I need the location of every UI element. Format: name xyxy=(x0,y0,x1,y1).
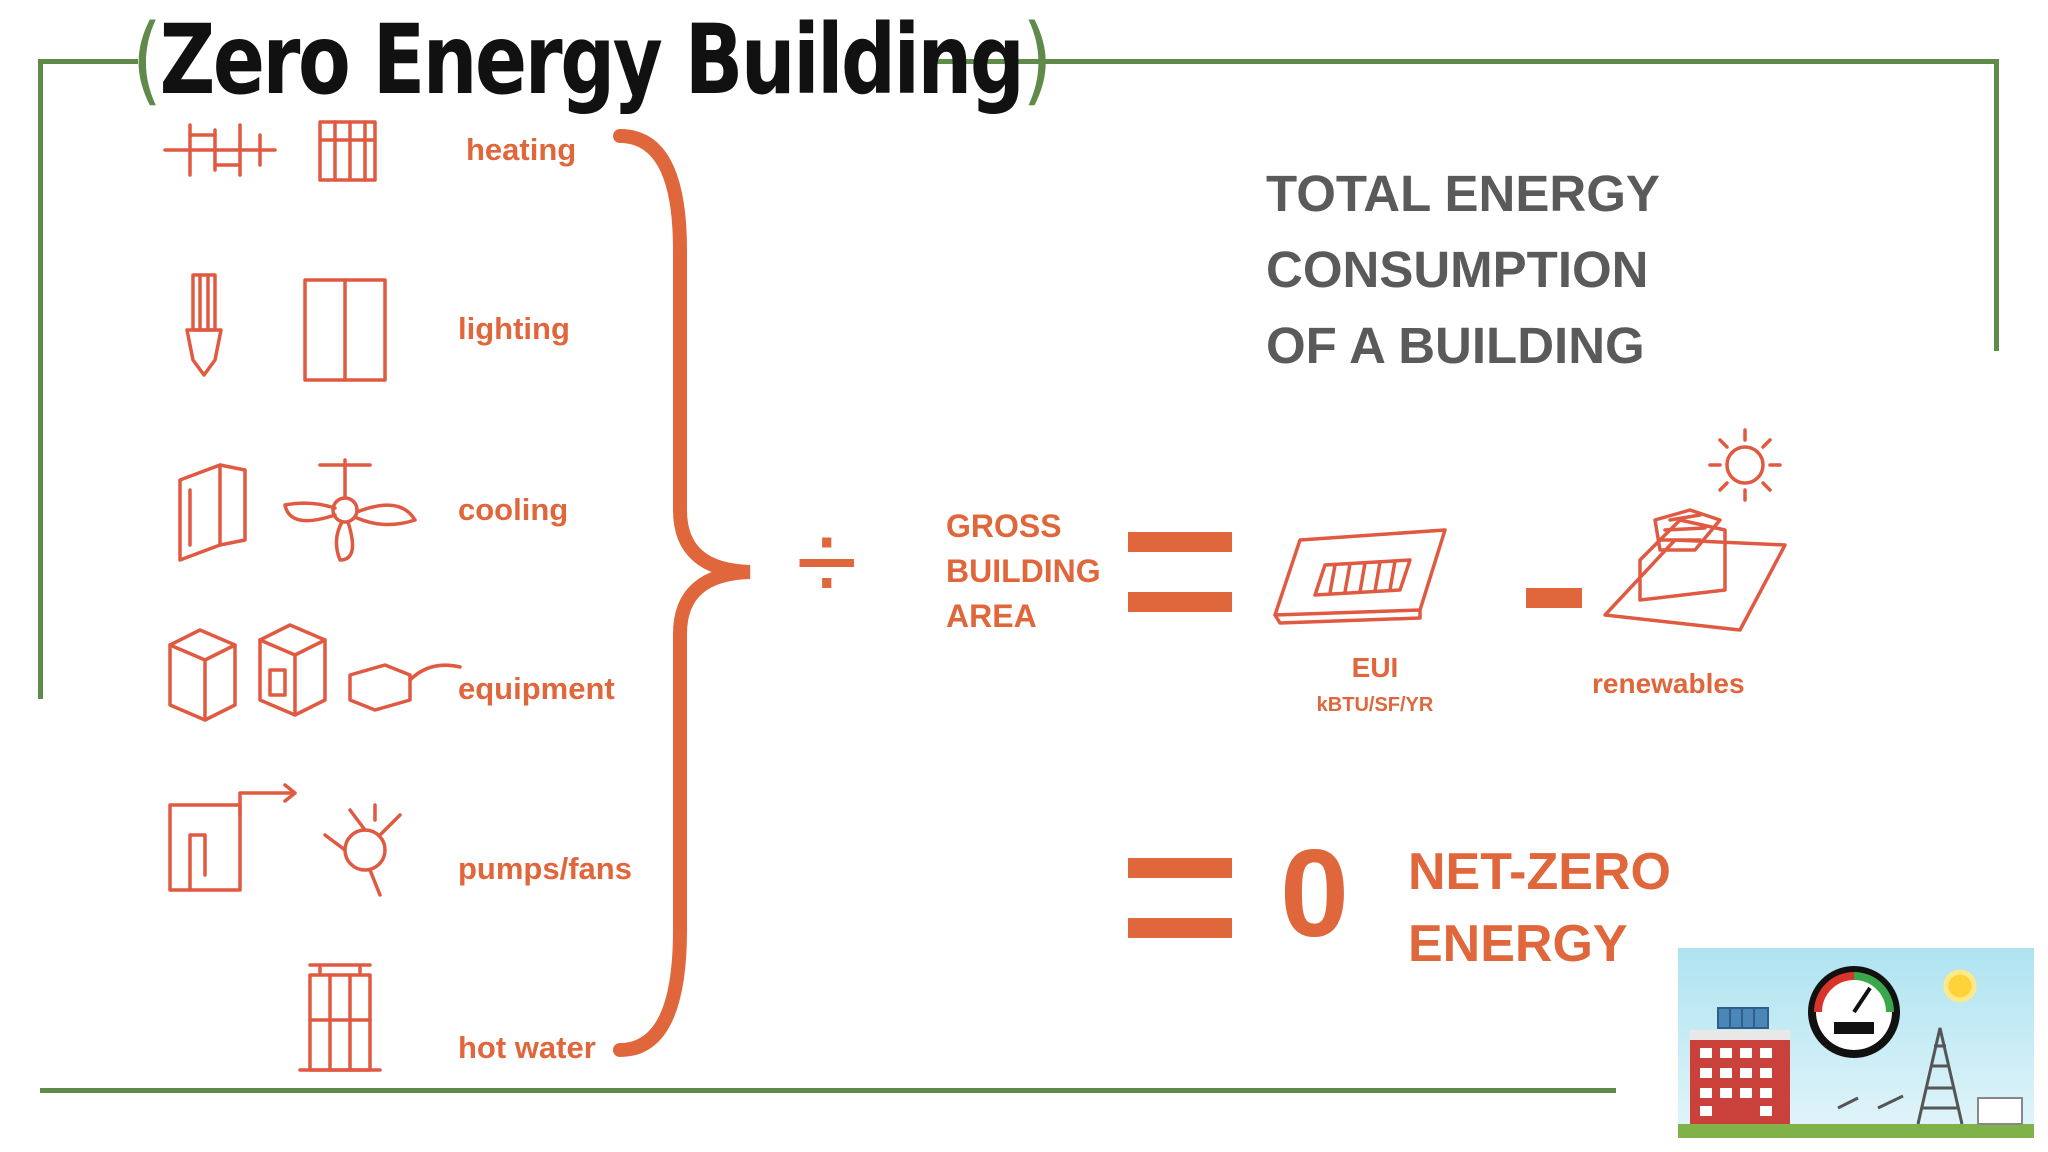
equals-sign-lower xyxy=(1128,592,1232,612)
radiator-icon xyxy=(163,120,377,182)
curly-brace xyxy=(613,129,751,1057)
eui-label: EUI xyxy=(1351,652,1399,683)
category-label-equipment: equipment xyxy=(458,671,615,706)
equals-sign-net-zero-lower xyxy=(1128,918,1232,938)
ceiling-fan-icon xyxy=(178,458,417,562)
lightbulb-icon xyxy=(185,273,387,382)
equals-sign xyxy=(1128,532,1232,552)
appliance-icon xyxy=(168,623,462,722)
category-label-lighting: lighting xyxy=(458,311,570,346)
pump-icon xyxy=(168,783,402,897)
zero-value: 0 xyxy=(1280,825,1349,963)
equals-sign-net-zero xyxy=(1128,858,1232,878)
minus-sign xyxy=(1526,588,1582,608)
water-heater-icon xyxy=(298,963,382,1072)
page-title: (Zero Energy Building) xyxy=(132,4,1052,116)
net-zero-line-2: ENERGY xyxy=(1408,915,1628,973)
total-energy-line-3: OF A BUILDING xyxy=(1266,317,1645,374)
frame-left xyxy=(38,59,43,699)
gross-area-line-1: GROSS xyxy=(946,508,1062,544)
divide-symbol: ÷ xyxy=(796,499,858,624)
total-energy-line-1: TOTAL ENERGY xyxy=(1266,165,1660,222)
frame-top-right xyxy=(935,59,1997,64)
net-zero-line-1: NET-ZERO xyxy=(1408,843,1671,901)
frame-right xyxy=(1994,59,1999,351)
renewables-label: renewables xyxy=(1592,668,1745,699)
renewables-house-icon xyxy=(1603,428,1787,632)
category-label-heating: heating xyxy=(466,132,577,167)
eui-building-icon xyxy=(1273,528,1447,625)
frame-bottom xyxy=(40,1088,1616,1093)
total-energy-line-2: CONSUMPTION xyxy=(1266,241,1649,298)
frame-top-left xyxy=(38,59,138,64)
category-label-hot-water: hot water xyxy=(458,1030,596,1065)
category-label-pumps-fans: pumps/fans xyxy=(458,851,632,886)
zero-energy-building-illustration xyxy=(1678,948,2034,1138)
eui-unit: kBTU/SF/YR xyxy=(1316,694,1434,716)
category-label-cooling: cooling xyxy=(458,492,569,527)
gross-area-line-3: AREA xyxy=(946,598,1037,634)
gross-area-line-2: BUILDING xyxy=(946,553,1101,589)
